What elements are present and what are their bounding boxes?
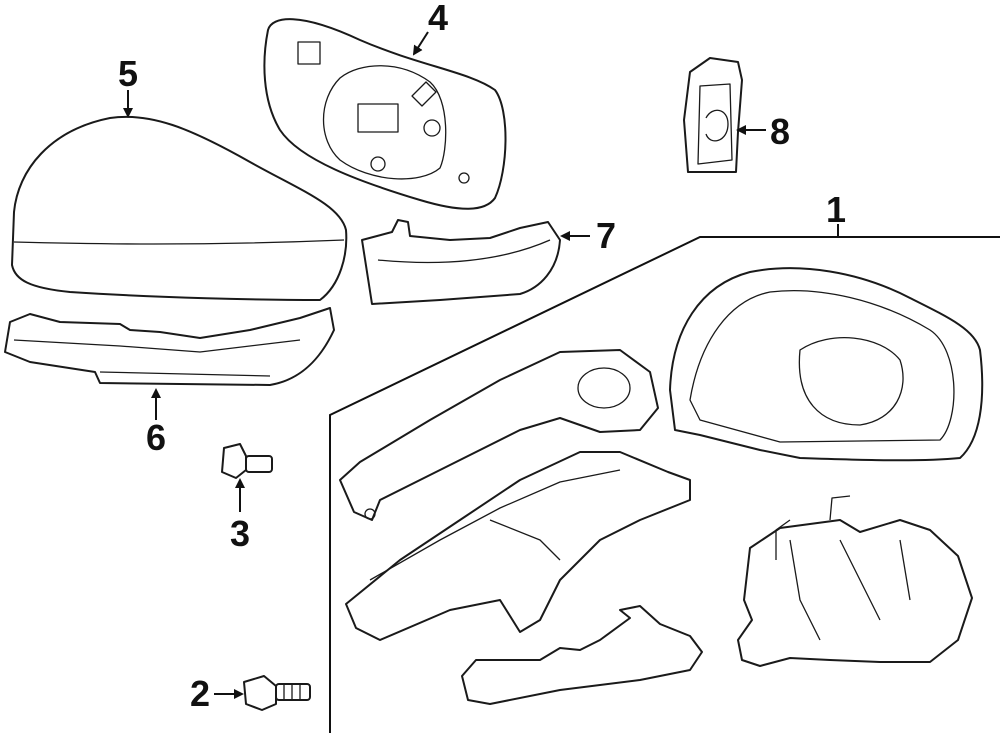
callout-6: 6 — [146, 417, 166, 458]
lower-trim-part — [4, 307, 335, 386]
leader-4 — [412, 31, 429, 56]
callout-2: 2 — [190, 673, 210, 714]
mirror-glass-part — [263, 18, 507, 210]
callout-3: 3 — [230, 513, 250, 554]
screw-part — [221, 443, 273, 479]
callout-8: 8 — [770, 111, 790, 152]
mirror-cover-part — [11, 115, 348, 301]
motor-unit-part — [737, 495, 973, 667]
pivot-base-part — [345, 451, 691, 641]
callout-4: 4 — [428, 0, 448, 38]
housing-shell-part — [669, 267, 984, 462]
bolt-part — [243, 675, 311, 711]
callout-5: 5 — [118, 53, 138, 94]
clip-part — [683, 57, 743, 173]
turn-signal-part — [361, 219, 561, 305]
callout-7: 7 — [596, 215, 616, 256]
arm-bracket-part — [339, 349, 659, 521]
lower-cover-part — [461, 605, 703, 705]
leader-lines — [123, 31, 839, 699]
callout-1: 1 — [826, 189, 846, 230]
